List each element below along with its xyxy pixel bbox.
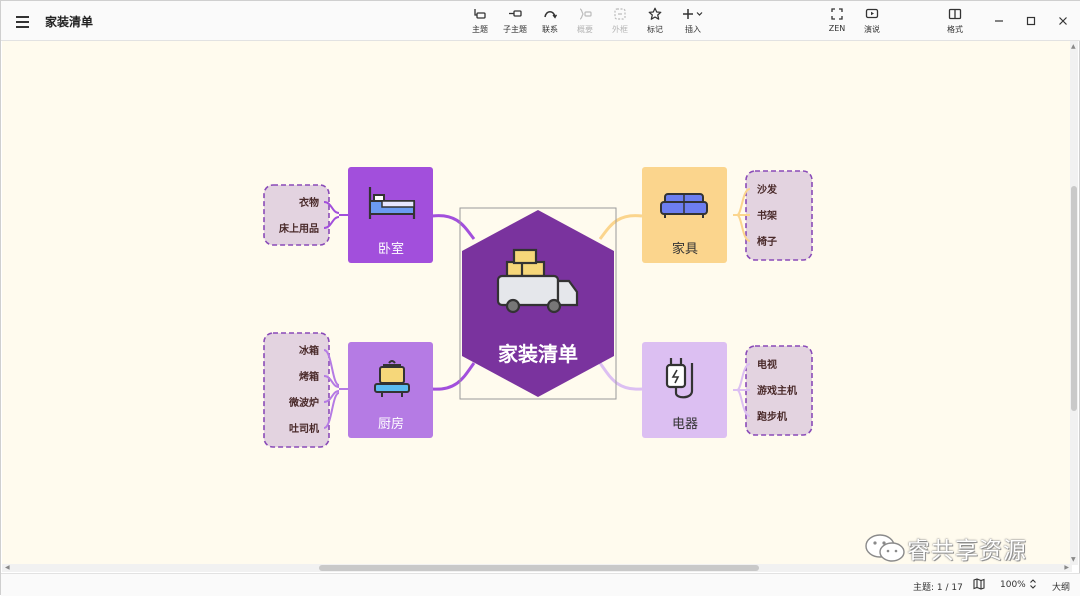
title-bar: 家装清单 主题 子主题 联系 概要 外框 标记 插入 xyxy=(1,1,1080,41)
branch-bedroom-label: 卧室 xyxy=(378,241,404,257)
close-icon[interactable] xyxy=(1055,13,1071,29)
toolbar-subtopic-button[interactable]: 子主题 xyxy=(495,7,535,37)
central-topic-label: 家装清单 xyxy=(498,342,578,366)
connector-appliances xyxy=(598,362,643,391)
connector-bedroom xyxy=(431,214,476,240)
sofa-icon xyxy=(660,193,708,218)
subtopic-furniture-bookshelf[interactable]: 书架 xyxy=(757,209,777,222)
bracket-furniture xyxy=(733,188,751,242)
fullscreen-icon xyxy=(831,8,843,20)
subtopic-appliances-game-console[interactable]: 游戏主机 xyxy=(757,384,797,397)
subtopic-box-furniture xyxy=(745,170,813,261)
status-bar: 主题: 1 / 17 100% 大纲 xyxy=(1,573,1080,596)
branch-kitchen-label: 厨房 xyxy=(378,416,404,432)
document-title: 家装清单 xyxy=(45,15,94,29)
toolbar-boundary-button[interactable]: 外框 xyxy=(600,7,640,37)
subtopic-kitchen-toaster[interactable]: 吐司机 xyxy=(289,422,319,435)
toolbar-marker-button[interactable]: 标记 xyxy=(635,7,675,37)
outline-button[interactable]: 大纲 xyxy=(1052,583,1071,593)
toolbar-summary-button[interactable]: 概要 xyxy=(565,7,605,37)
branch-kitchen[interactable]: 厨房 xyxy=(348,342,433,438)
mindmap-svg: 家装清单 卧室 衣物 床上用品 xyxy=(263,167,813,448)
star-icon xyxy=(648,7,662,20)
play-icon xyxy=(865,8,879,19)
branch-furniture[interactable]: 家具 xyxy=(642,167,727,263)
scroll-up-icon[interactable]: ▲ xyxy=(1071,43,1076,50)
relationship-icon xyxy=(544,11,557,19)
connector-kitchen xyxy=(431,362,476,391)
bracket-appliances xyxy=(733,363,751,417)
branch-appliances-box xyxy=(642,342,727,438)
subtopic-kitchen-oven[interactable]: 烤箱 xyxy=(299,370,319,383)
horizontal-scrollbar[interactable]: ◀ ▶ xyxy=(2,564,1072,572)
boundary-icon xyxy=(614,8,626,20)
connector-furniture xyxy=(598,214,643,240)
central-topic[interactable]: 家装清单 xyxy=(462,210,614,397)
bed-icon xyxy=(368,187,416,219)
scroll-right-icon[interactable]: ▶ xyxy=(1064,564,1069,571)
branch-furniture-label: 家具 xyxy=(672,241,698,257)
bracket-bedroom xyxy=(323,201,348,229)
subtopic-kitchen-microwave[interactable]: 微波炉 xyxy=(288,396,319,409)
watermark: 睿共享资源 xyxy=(863,528,1027,568)
toolbar-topic-button[interactable]: 主题 xyxy=(460,7,500,37)
plug-icon xyxy=(665,358,694,399)
subtopic-bedroom-bedding[interactable]: 床上用品 xyxy=(279,222,319,235)
scroll-left-icon[interactable]: ◀ xyxy=(5,564,10,571)
subtopic-furniture-sofa[interactable]: 沙发 xyxy=(757,183,778,196)
subtopic-appliances-tv[interactable]: 电视 xyxy=(757,358,777,371)
vertical-scroll-thumb[interactable] xyxy=(1071,186,1077,411)
watermark-text: 睿共享资源 xyxy=(907,538,1027,564)
topic-count: 主题: 1 / 17 xyxy=(913,583,963,593)
map-icon[interactable] xyxy=(973,578,985,593)
panel-icon xyxy=(948,8,962,20)
subtopic-kitchen-fridge[interactable]: 冰箱 xyxy=(299,344,319,357)
branch-appliances-label: 电器 xyxy=(672,417,698,432)
subtopic-furniture-chair[interactable]: 椅子 xyxy=(757,235,777,248)
plus-icon xyxy=(683,9,703,19)
branch-bedroom[interactable]: 卧室 xyxy=(348,167,433,263)
maximize-icon[interactable] xyxy=(1023,13,1039,29)
horizontal-scroll-thumb[interactable] xyxy=(319,565,759,571)
subtopic-box-kitchen xyxy=(263,332,330,448)
minimize-icon[interactable] xyxy=(991,13,1007,29)
bracket-kitchen xyxy=(323,349,348,429)
summary-icon xyxy=(579,8,592,20)
subtopic-box-bedroom xyxy=(263,184,330,246)
branch-appliances[interactable]: 电器 xyxy=(642,342,727,438)
vertical-scrollbar[interactable]: ▲ ▼ xyxy=(1070,41,1078,565)
toolbar-present-button[interactable]: 演说 xyxy=(852,7,892,37)
scroll-down-icon[interactable]: ▼ xyxy=(1071,556,1076,563)
toolbar-zen-button[interactable]: ZEN xyxy=(817,7,857,37)
toolbar-relationship-button[interactable]: 联系 xyxy=(530,7,570,37)
hamburger-menu-icon[interactable] xyxy=(13,11,33,31)
topic-icon xyxy=(474,9,486,19)
truck-icon xyxy=(496,248,579,314)
subtopic-icon xyxy=(509,10,522,17)
mindmap-canvas[interactable]: 家装清单 卧室 衣物 床上用品 xyxy=(2,41,1072,565)
toolbar-format-button[interactable]: 格式 xyxy=(935,7,975,37)
zoom-stepper-icon[interactable] xyxy=(1029,578,1037,593)
chevron-down-icon xyxy=(696,12,703,16)
wechat-icon xyxy=(865,534,905,562)
subtopic-bedroom-clothes[interactable]: 衣物 xyxy=(299,196,319,209)
cooking-pot-icon xyxy=(374,360,410,397)
subtopic-appliances-treadmill[interactable]: 跑步机 xyxy=(757,410,787,423)
selection-frame xyxy=(459,207,617,400)
zoom-level[interactable]: 100% xyxy=(1000,580,1026,590)
toolbar-insert-button[interactable]: 插入 xyxy=(673,7,713,37)
